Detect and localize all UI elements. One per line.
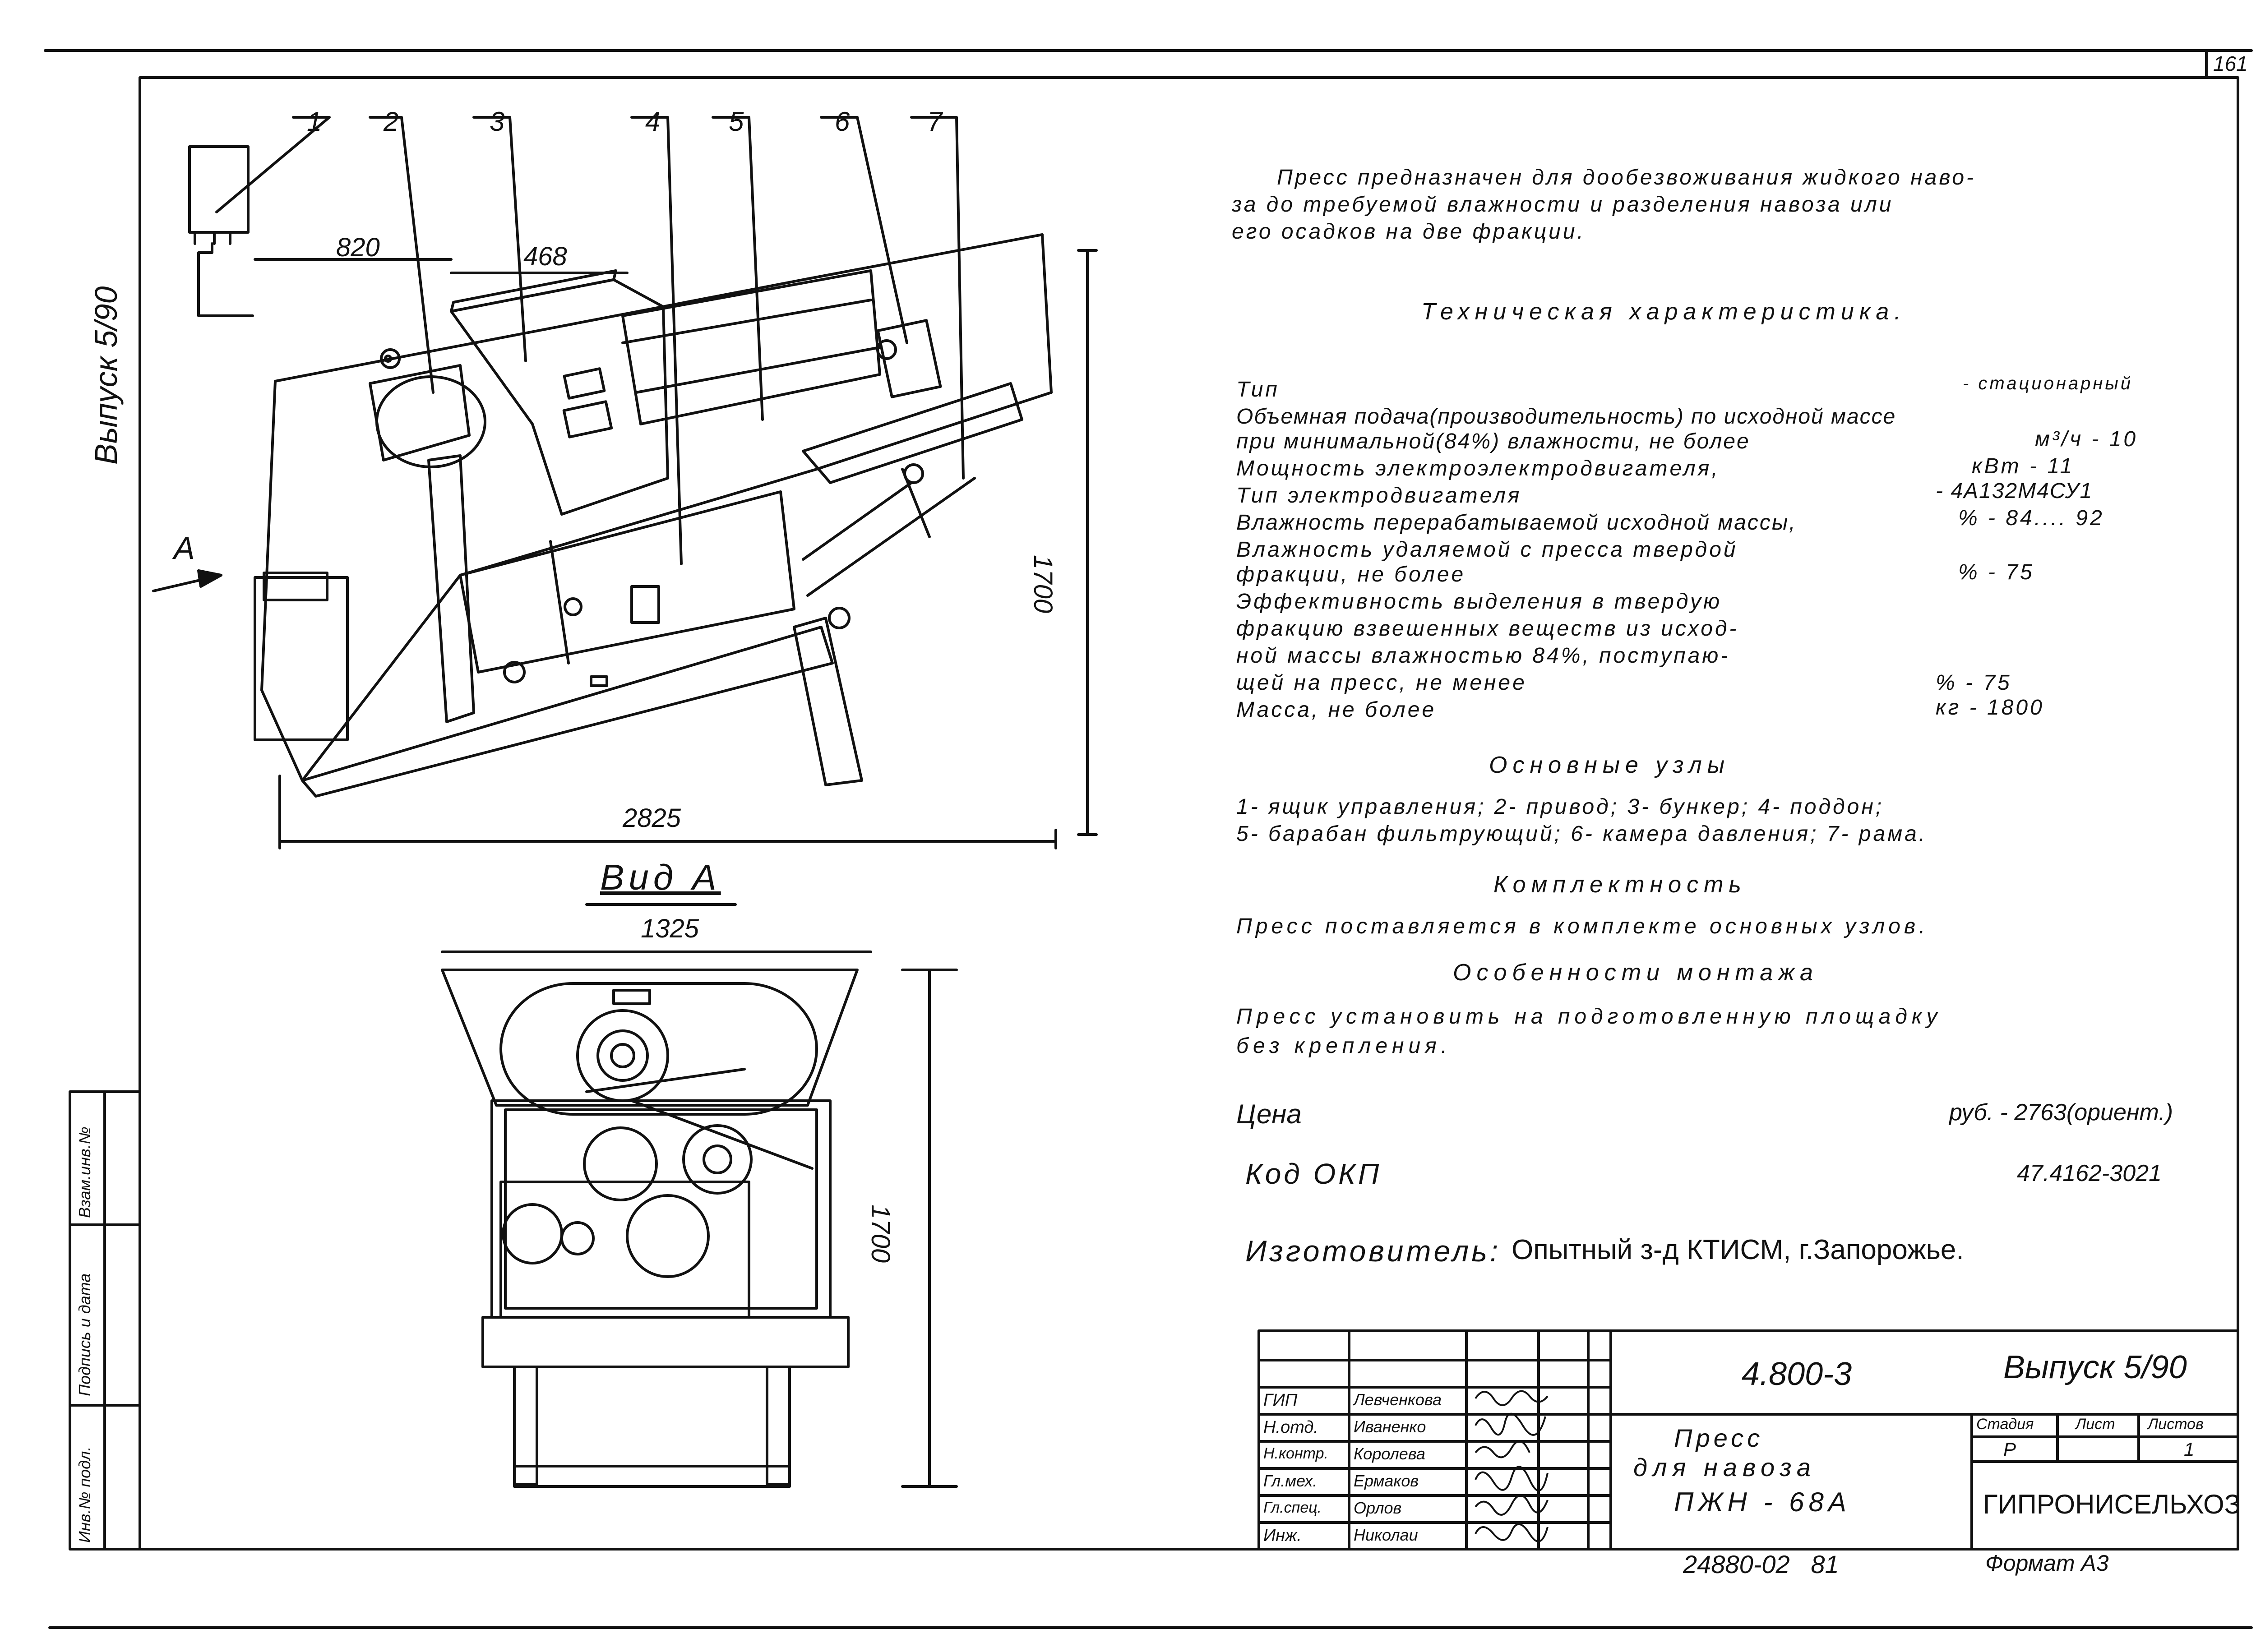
role-label: ГИП — [1263, 1391, 1298, 1410]
spec-value: кг - 1800 — [1936, 696, 2044, 720]
view-a-width: 1325 — [641, 914, 699, 943]
role-name: Иваненко — [1354, 1417, 1426, 1436]
organization: ГИПРОНИСЕЛЬХОЗ — [1983, 1489, 2241, 1519]
nodes-title: Основные узлы — [1489, 752, 1730, 778]
view-a — [441, 903, 958, 1488]
sheet-number: 161 — [2213, 52, 2248, 75]
doc-code: 4.800-3 — [1742, 1356, 1852, 1392]
side-stamp-replace: Взам.инв.№ — [75, 1126, 94, 1218]
sheet-border — [139, 76, 2239, 1550]
callout-5: 5 — [729, 106, 744, 137]
product-title-3: ПЖН - 68А — [1674, 1487, 1851, 1517]
dim-1700-side: 1700 — [1028, 555, 1058, 614]
view-a-title: Вид А — [600, 857, 721, 897]
mounting-title: Особенности монтажа — [1453, 960, 1818, 986]
role-name: Николаи — [1354, 1526, 1418, 1544]
sheet-header: Лист — [2076, 1416, 2115, 1433]
completeness-text: Пресс поставляется в комплекте основных … — [1236, 914, 1929, 938]
tech-title: Техническая характеристика. — [1421, 299, 1906, 325]
completeness-title: Комплектность — [1493, 872, 1747, 898]
nodes-line-2: 5- барабан фильтрующий; 6- камера давлен… — [1236, 822, 1928, 846]
dim-468: 468 — [523, 242, 567, 271]
side-stamp-grid — [69, 1090, 141, 1550]
signatures — [1475, 1390, 1549, 1542]
role-label: Н.отд. — [1263, 1418, 1318, 1437]
product-title-2: для навоза — [1633, 1453, 1817, 1481]
view-arrow-label: A — [174, 531, 195, 566]
spec-label: фракцию взвешенных веществ из исход- — [1236, 617, 1739, 641]
dim-2825: 2825 — [623, 803, 681, 833]
spec-value: % - 75 — [1958, 560, 2034, 584]
mounting-line-1: Пресс установить на подготовленную площа… — [1236, 1005, 1942, 1029]
role-label: Инж. — [1263, 1526, 1302, 1545]
spec-label: Мощность электроэлектродвигателя, — [1236, 457, 1720, 480]
format-label: Формат А3 — [1985, 1550, 2109, 1576]
title-block-grid — [1257, 1329, 2239, 1550]
spec-value: м³/ч - 10 — [2035, 427, 2138, 451]
maker-value: Опытный з-д КТИСМ, г.Запорожье. — [1512, 1234, 1964, 1265]
spec-value: % - 84.... 92 — [1958, 506, 2104, 530]
intro-line-3: его осадков на две фракции. — [1232, 220, 1586, 244]
series-vertical-label: Выпуск 5/90 — [88, 286, 124, 465]
spec-label: Объемная подача(производительность) по и… — [1236, 405, 1896, 429]
spec-value: - стационарный — [1963, 374, 2133, 393]
spec-label: Эффективность выделения в твердую — [1236, 590, 1722, 614]
bottom-code: 24880-02 81 — [1683, 1550, 1839, 1578]
spec-value: % - 75 — [1936, 671, 2012, 695]
callout-6: 6 — [835, 106, 850, 137]
role-name: Ермаков — [1354, 1472, 1419, 1490]
sheets-header: Листов — [2148, 1416, 2204, 1433]
side-stamp-sign: Подпись и дата — [75, 1273, 94, 1396]
spec-label: Тип электродвигателя — [1236, 484, 1522, 508]
callout-2: 2 — [384, 106, 399, 137]
okp-label: Код ОКП — [1245, 1158, 1382, 1190]
price-value: руб. - 2763(ориент.) — [1949, 1099, 2173, 1126]
product-title-1: Пресс — [1674, 1424, 1764, 1452]
view-a-height: 1700 — [866, 1204, 895, 1263]
callout-4: 4 — [645, 106, 661, 137]
stage-value: Р — [2003, 1439, 2016, 1460]
sheets-value: 1 — [2184, 1439, 2195, 1460]
spec-label: Влажность перерабатываемой исходной масс… — [1236, 511, 1797, 535]
spec-label: фракции, не более — [1236, 563, 1466, 586]
role-label: Гл.спец. — [1263, 1499, 1322, 1516]
role-name: Орлов — [1354, 1499, 1402, 1517]
mounting-line-2: без крепления. — [1236, 1034, 1452, 1058]
dim-820: 820 — [336, 233, 380, 262]
spec-label: Влажность удаляемой с пресса твердой — [1236, 538, 1738, 562]
spec-label: Тип — [1236, 378, 1280, 401]
press-side-view — [152, 145, 1098, 849]
stage-header: Стадия — [1976, 1416, 2034, 1433]
callout-3: 3 — [490, 106, 505, 137]
nodes-line-1: 1- ящик управления; 2- привод; 3- бункер… — [1236, 795, 1884, 819]
intro-line-1: Пресс предназначен для дообезвоживания ж… — [1277, 166, 1976, 189]
title-series: Выпуск 5/90 — [2003, 1349, 2187, 1385]
role-name: Королева — [1354, 1444, 1425, 1463]
maker-label: Изготовитель: — [1245, 1234, 1501, 1268]
spec-value: - 4А132М4СУ1 — [1936, 479, 2093, 503]
spec-value: кВт - 11 — [1972, 454, 2075, 478]
side-stamp-inv: Инв.№ подл. — [75, 1446, 94, 1543]
intro-line-2: за до требуемой влажности и разделения н… — [1232, 193, 1894, 217]
spec-label: ной массы влажностью 84%, поступаю- — [1236, 644, 1730, 668]
spec-label: Масса, не более — [1236, 698, 1437, 722]
role-name: Левченкова — [1354, 1390, 1442, 1409]
spec-label: щей на пресс, не менее — [1236, 671, 1527, 695]
okp-value: 47.4162-3021 — [2017, 1160, 2162, 1186]
role-label: Н.контр. — [1263, 1445, 1328, 1462]
spec-label: при минимальной(84%) влажности, не более — [1236, 429, 1750, 453]
callout-leaders — [215, 116, 965, 565]
callout-1: 1 — [307, 106, 322, 137]
control-box — [188, 145, 250, 234]
callout-7: 7 — [927, 106, 943, 137]
role-label: Гл.мех. — [1263, 1472, 1318, 1490]
price-label: Цена — [1236, 1099, 1302, 1129]
